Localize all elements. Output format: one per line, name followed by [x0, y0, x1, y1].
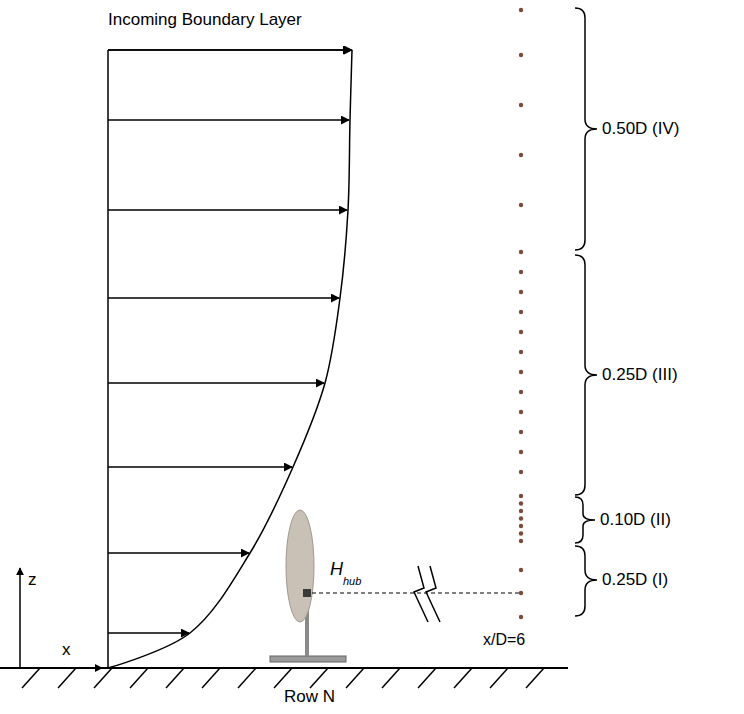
turbine-rotor: [286, 510, 314, 622]
hatch-stroke: [202, 668, 220, 688]
hub-height-symbol: H: [330, 559, 343, 581]
measurement-point: [519, 370, 523, 374]
brace: [575, 8, 597, 250]
measurement-point: [519, 310, 523, 314]
measurement-point: [519, 470, 523, 474]
brace: [575, 497, 595, 543]
measurement-point: [519, 290, 523, 294]
hatch-stroke: [94, 668, 112, 688]
measurement-point: [519, 450, 523, 454]
measurement-point: [519, 53, 523, 57]
spacing-label: 0.25D (I): [602, 570, 668, 590]
velocity-arrow: [108, 49, 352, 51]
spacing-label: 0.25D (III): [602, 365, 678, 385]
measurement-point: [519, 8, 523, 12]
turbine-base: [270, 656, 346, 662]
hatch-stroke: [238, 668, 256, 688]
brace: [575, 255, 597, 495]
ground-line: [0, 667, 568, 669]
spacing-label: 0.50D (IV): [602, 119, 679, 139]
measurement-point: [519, 410, 523, 414]
hatch-stroke: [130, 668, 148, 688]
measurement-point: [519, 591, 523, 595]
axis-label: x: [62, 640, 71, 660]
measurement-point: [519, 330, 523, 334]
row-label: Row N: [284, 687, 335, 707]
velocity-profile: [108, 50, 352, 668]
hatch-stroke: [418, 668, 436, 688]
velocity-arrow: [108, 49, 351, 51]
hatch-stroke: [490, 668, 508, 688]
hatch-stroke: [382, 668, 400, 688]
ground-hatch: [22, 668, 544, 688]
hatch-stroke: [22, 668, 40, 688]
measurement-point: [519, 203, 523, 207]
brace: [575, 546, 597, 616]
measurement-point: [519, 615, 523, 619]
profile-baseline: [107, 50, 109, 668]
hatch-stroke: [166, 668, 184, 688]
hub-height-subscript: hub: [343, 575, 361, 588]
velocity-arrow: [108, 119, 349, 121]
hatch-stroke: [346, 668, 364, 688]
measurement-point: [519, 153, 523, 157]
turbine-hub: [303, 589, 311, 597]
measurement-point: [519, 390, 523, 394]
velocity-arrow: [108, 297, 339, 299]
measurement-points: [519, 8, 523, 619]
measurement-point: [519, 539, 523, 543]
measurement-point: [519, 430, 523, 434]
hatch-stroke: [526, 668, 544, 688]
measurement-point: [519, 350, 523, 354]
z-axis: [19, 568, 21, 668]
axis-label: z: [28, 570, 37, 590]
break-symbol: [414, 566, 428, 622]
profile-curve: [108, 50, 352, 668]
measurement-point: [519, 250, 523, 254]
velocity-arrow: [108, 632, 189, 634]
position-label: x/D=6: [483, 630, 525, 649]
hatch-stroke: [454, 668, 472, 688]
measurement-point: [519, 103, 523, 107]
measurement-point: [519, 568, 523, 572]
velocity-arrow: [108, 466, 292, 468]
velocity-arrow: [108, 382, 324, 384]
hatch-stroke: [58, 668, 76, 688]
measurement-point: [519, 494, 523, 498]
x-axis: [20, 667, 102, 669]
measurement-point: [519, 531, 523, 535]
hatch-stroke: [274, 668, 292, 688]
measurement-point: [519, 516, 523, 520]
break-symbol: [426, 566, 440, 622]
measurement-point: [519, 524, 523, 528]
measurement-point: [519, 501, 523, 505]
velocity-arrow: [108, 552, 249, 554]
velocity-arrow: [108, 209, 347, 211]
figure-title-text: Incoming Boundary Layer: [108, 10, 302, 30]
measurement-point: [519, 509, 523, 513]
measurement-point: [519, 270, 523, 274]
hatch-stroke: [310, 668, 328, 688]
hub-height-line: [312, 593, 520, 594]
spacing-label: 0.10D (II): [600, 510, 671, 530]
